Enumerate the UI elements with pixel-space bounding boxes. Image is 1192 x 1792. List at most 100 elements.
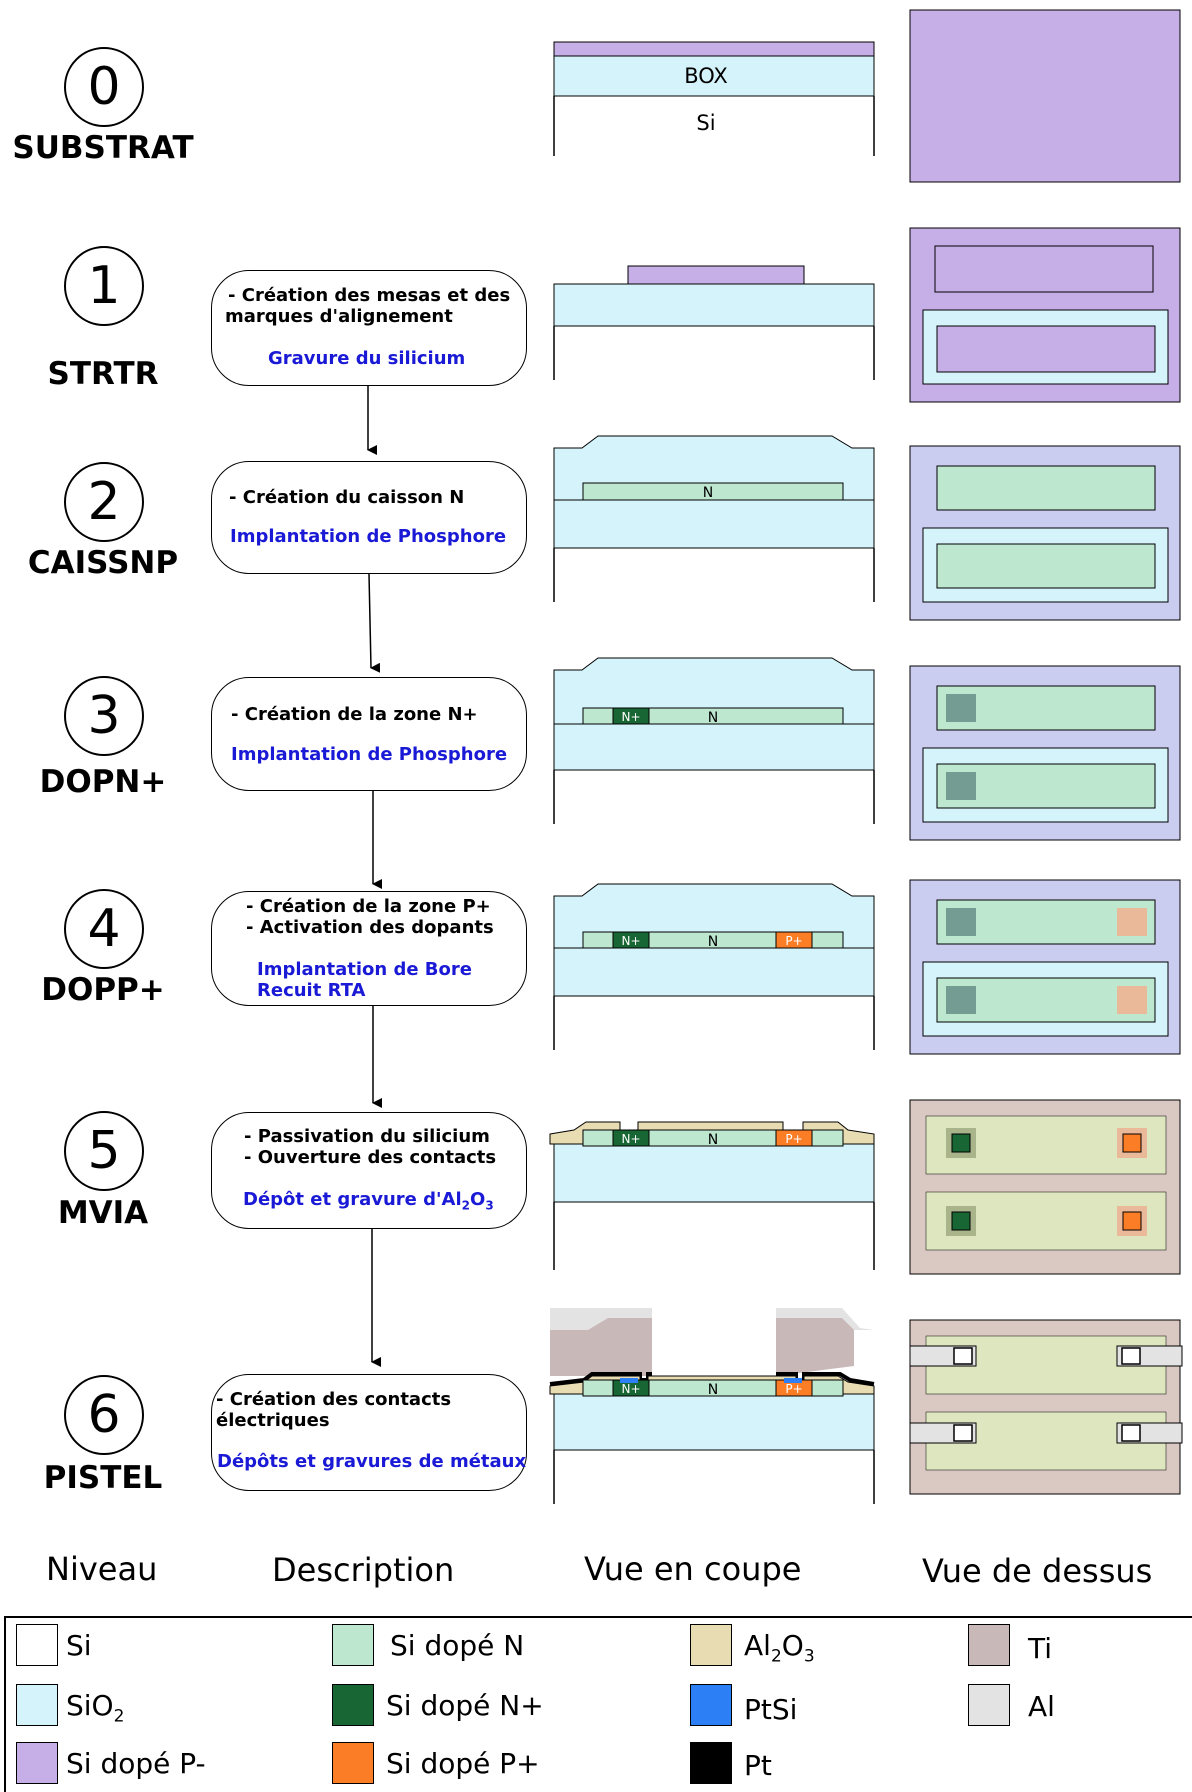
step-6-line1: - Création des contacts <box>216 1389 452 1410</box>
section-level-6: N+ P+ N <box>549 1308 875 1504</box>
level-0-number: 0 <box>64 47 144 127</box>
legend-swatch-si-n-plus <box>332 1684 374 1726</box>
section-6-n-plus-label: N+ <box>621 1382 640 1396</box>
legend-label-pt: Pt <box>744 1749 772 1782</box>
top-view-level-5 <box>909 1099 1181 1275</box>
step-6-process: Dépôts et gravures de métaux <box>217 1451 527 1472</box>
legend-label-al2o3: Al2O3 <box>744 1629 815 1667</box>
step-5-description: - Passivation du silicium - Ouverture de… <box>211 1112 527 1229</box>
section-6-ti-left <box>550 1318 652 1376</box>
step-2-process: Implantation de Phosphore <box>230 526 507 547</box>
section-0-si-label: Si <box>696 111 715 135</box>
level-2-number: 2 <box>64 462 144 542</box>
legend-swatch-al <box>968 1684 1010 1726</box>
top-view-level-3 <box>909 665 1181 841</box>
section-2-n-label: N <box>703 485 713 501</box>
section-3-n-plus <box>612 707 650 725</box>
section-level-2: N <box>553 435 875 602</box>
legend-swatch-al2o3 <box>690 1624 732 1666</box>
section-1-mesa <box>627 265 805 285</box>
section-4-n-label: N <box>708 934 718 950</box>
section-6-n-label: N <box>708 1382 718 1398</box>
step-2-line1: - Création du caisson N <box>229 487 465 508</box>
step-1-line2: marques d'alignement <box>225 306 453 327</box>
step-5-line1: - Passivation du silicium <box>244 1126 490 1147</box>
section-5-p-plus-label: P+ <box>785 1132 802 1146</box>
legend-swatch-ti <box>968 1624 1010 1666</box>
step-5-process: Dépôt et gravure d'Al2O3 <box>243 1189 494 1213</box>
top-view-level-2 <box>909 445 1181 621</box>
step-1-description: - Création des mesas et des marques d'al… <box>211 270 527 386</box>
step-1-line1: - Création des mesas et des <box>228 285 511 306</box>
section-2-n-well <box>582 482 844 501</box>
step-4-process2: Recuit RTA <box>257 980 366 1001</box>
legend-label-si-p-minus: Si dopé P- <box>66 1747 206 1780</box>
legend-swatch-pt <box>690 1742 732 1784</box>
level-3-name: DOPN+ <box>39 764 167 800</box>
section-level-5: N+ P+ N <box>549 1121 875 1270</box>
top-view-level-6 <box>909 1319 1183 1495</box>
legend-swatch-si <box>16 1624 58 1666</box>
section-3-n-plus-label: N+ <box>621 710 640 724</box>
section-4-n-plus-label: N+ <box>621 934 640 948</box>
legend-swatch-sio2 <box>16 1684 58 1726</box>
legend-swatch-si-p-minus <box>16 1742 58 1784</box>
level-2-name: CAISSNP <box>27 545 179 581</box>
level-4-number: 4 <box>64 889 144 969</box>
legend <box>4 1616 1192 1792</box>
step-2-description: - Création du caisson N Implantation de … <box>211 461 527 574</box>
top-view-level-1 <box>909 227 1181 403</box>
legend-label-al: Al <box>1028 1690 1055 1723</box>
section-0-p-layer <box>553 41 875 57</box>
section-level-3: N+ N <box>553 657 875 824</box>
legend-swatch-si-p-plus <box>332 1742 374 1784</box>
level-6-number: 6 <box>64 1375 144 1455</box>
step-4-description: - Création de la zone P+ - Activation de… <box>211 891 527 1006</box>
level-1-number: 1 <box>64 246 144 326</box>
level-5-number: 5 <box>64 1111 144 1191</box>
legend-label-si-n: Si dopé N <box>390 1629 525 1662</box>
level-1-name: STRTR <box>47 356 159 392</box>
legend-label-si-n-plus: Si dopé N+ <box>386 1689 544 1722</box>
section-6-p-plus-label: P+ <box>785 1382 802 1396</box>
step-1-process: Gravure du silicium <box>268 348 466 369</box>
column-niveau: Niveau <box>46 1550 158 1588</box>
section-5-n-label: N <box>708 1132 718 1148</box>
section-5-n-plus-label: N+ <box>621 1132 640 1146</box>
step-4-process1: Implantation de Bore <box>257 959 472 980</box>
legend-label-ptsi: PtSi <box>744 1693 798 1726</box>
column-coupe: Vue en coupe <box>584 1550 802 1588</box>
section-level-1 <box>553 265 875 380</box>
legend-swatch-ptsi <box>690 1684 732 1726</box>
legend-label-si: Si <box>66 1629 92 1662</box>
level-6-name: PISTEL <box>43 1460 163 1496</box>
level-5-name: MVIA <box>57 1195 149 1231</box>
step-4-line1: - Création de la zone P+ <box>246 896 491 917</box>
step-6-line2: électriques <box>216 1410 330 1431</box>
section-6-ptsi-left <box>620 1378 638 1383</box>
section-3-n-label: N <box>708 710 718 726</box>
top-view-level-0 <box>909 9 1181 183</box>
section-6-ti-right <box>776 1318 854 1376</box>
section-4-p-plus-label: P+ <box>785 934 802 948</box>
level-4-name: DOPP+ <box>41 972 165 1008</box>
section-level-4: N+ P+ N <box>553 883 875 1050</box>
level-0-name: SUBSTRAT <box>12 130 194 166</box>
section-6-ptsi-right <box>784 1378 802 1383</box>
step-4-line2: - Activation des dopants <box>246 917 494 938</box>
arrow-2-3 <box>368 573 381 673</box>
step-5-line2: - Ouverture des contacts <box>244 1147 497 1168</box>
section-0-box-label: BOX <box>684 64 728 88</box>
step-3-line1: - Création de la zone N+ <box>231 704 478 725</box>
legend-swatch-si-n <box>332 1624 374 1666</box>
section-level-0: BOX Si <box>553 41 875 156</box>
step-3-process: Implantation de Phosphore <box>231 744 508 765</box>
top-view-level-4 <box>909 879 1181 1055</box>
legend-label-si-p-plus: Si dopé P+ <box>386 1747 540 1780</box>
level-3-number: 3 <box>64 676 144 756</box>
section-0-box-layer <box>553 55 875 97</box>
section-4-p-plus <box>775 931 813 949</box>
legend-label-sio2: SiO2 <box>66 1689 125 1727</box>
step-3-description: - Création de la zone N+ Implantation de… <box>211 677 527 791</box>
